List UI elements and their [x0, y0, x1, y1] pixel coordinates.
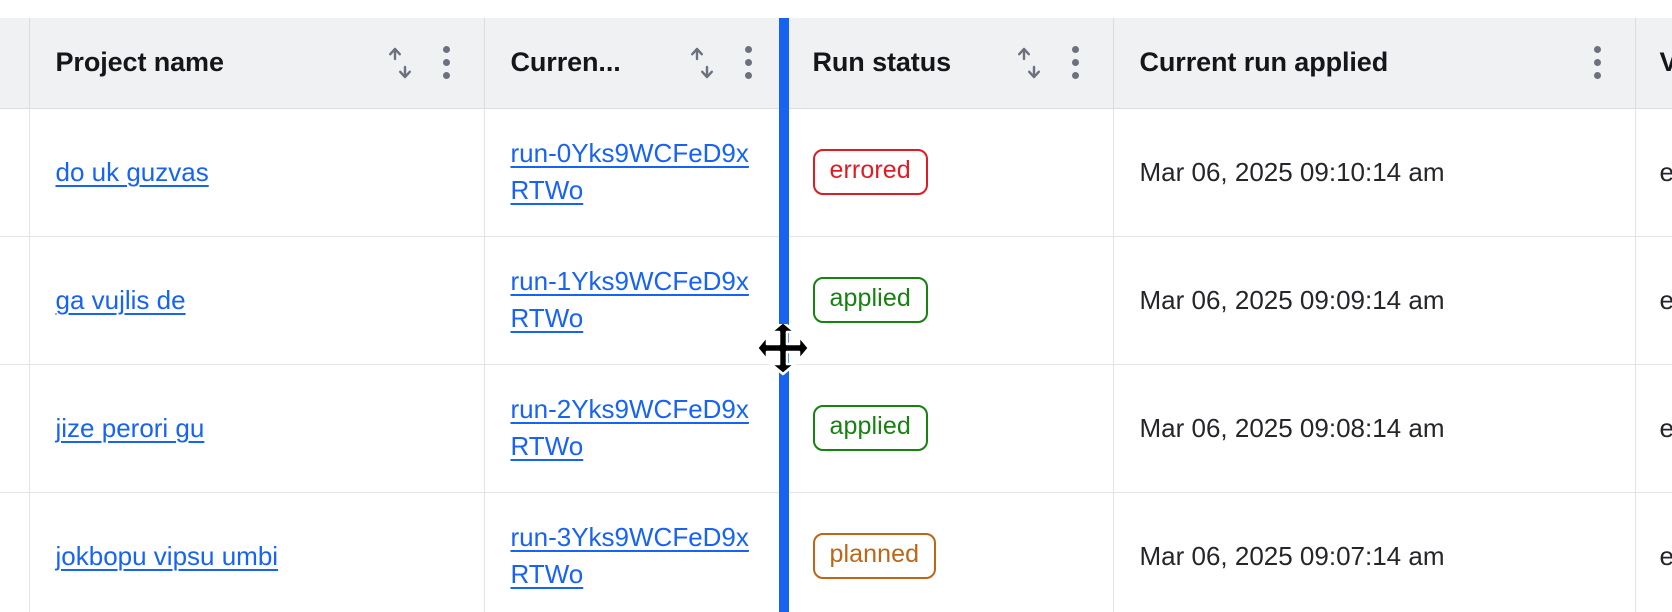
sort-icon-project-name[interactable]: [387, 46, 413, 80]
cell-partial: e: [1635, 236, 1672, 365]
cell-partial: e: [1635, 492, 1672, 612]
sort-icon-current-run[interactable]: [689, 46, 715, 80]
cell-current-run-applied: Mar 06, 2025 09:08:14 am: [1113, 364, 1636, 493]
table-row: ga vujlis de run-1Yks9WCFeD9xRTWo applie…: [0, 236, 1672, 365]
timestamp-text: Mar 06, 2025 09:08:14 am: [1139, 412, 1445, 443]
project-name-link[interactable]: jokbopu vipsu umbi: [55, 540, 279, 571]
sort-icon-run-status[interactable]: [1016, 46, 1042, 80]
partial-text: e: [1660, 285, 1672, 315]
current-run-link[interactable]: run-1Yks9WCFeD9xRTWo: [510, 266, 749, 333]
timestamp-text: Mar 06, 2025 09:09:14 am: [1139, 284, 1445, 315]
cell-project-name: ga vujlis de: [29, 236, 485, 365]
column-header-label-current-run: Curren...: [510, 47, 621, 78]
table-header: Project name: [0, 18, 1672, 109]
column-resize-handle[interactable]: [779, 18, 789, 612]
table-row: jokbopu vipsu umbi run-3Yks9WCFeD9xRTWo …: [0, 492, 1672, 612]
column-header-current-run[interactable]: Curren...: [484, 18, 787, 109]
column-header-label-run-status: Run status: [812, 47, 952, 78]
cell-project-name: do uk guzvas: [29, 108, 485, 237]
column-header-current-run-applied[interactable]: Current run applied: [1113, 18, 1636, 109]
column-header-partial[interactable]: V: [1635, 18, 1672, 109]
project-name-link[interactable]: ga vujlis de: [55, 284, 186, 315]
kebab-menu-icon-current-run-applied[interactable]: [1586, 44, 1609, 81]
current-run-link[interactable]: run-2Yks9WCFeD9xRTWo: [510, 394, 749, 461]
cell-run-status: planned: [786, 492, 1114, 612]
timestamp-text: Mar 06, 2025 09:10:14 am: [1139, 156, 1445, 187]
project-name-link[interactable]: do uk guzvas: [55, 156, 209, 187]
cell-current-run: run-3Yks9WCFeD9xRTWo: [484, 492, 787, 612]
cell-current-run-applied: Mar 06, 2025 09:09:14 am: [1113, 236, 1636, 365]
table-row: jize perori gu run-2Yks9WCFeD9xRTWo appl…: [0, 364, 1672, 493]
row-select-cell[interactable]: [0, 492, 30, 612]
cell-partial: e: [1635, 108, 1672, 237]
partial-text: e: [1660, 413, 1672, 443]
project-name-link[interactable]: jize perori gu: [55, 412, 205, 443]
cell-run-status: errored: [786, 108, 1114, 237]
table-row: do uk guzvas run-0Yks9WCFeD9xRTWo errore…: [0, 108, 1672, 237]
table-body: do uk guzvas run-0Yks9WCFeD9xRTWo errore…: [0, 108, 1672, 612]
partial-text: e: [1660, 157, 1672, 187]
cell-current-run-applied: Mar 06, 2025 09:07:14 am: [1113, 492, 1636, 612]
status-badge: applied: [812, 405, 928, 451]
cell-current-run: run-2Yks9WCFeD9xRTWo: [484, 364, 787, 493]
cell-current-run-applied: Mar 06, 2025 09:10:14 am: [1113, 108, 1636, 237]
projects-table: Project name: [0, 18, 1672, 612]
cell-project-name: jokbopu vipsu umbi: [29, 492, 485, 612]
status-badge: applied: [812, 277, 928, 323]
partial-text: e: [1660, 541, 1672, 571]
column-header-label-project-name: Project name: [55, 47, 224, 78]
kebab-menu-icon-current-run[interactable]: [737, 44, 760, 81]
cell-current-run: run-1Yks9WCFeD9xRTWo: [484, 236, 787, 365]
row-select-cell[interactable]: [0, 108, 30, 237]
column-header-run-status[interactable]: Run status: [786, 18, 1114, 109]
current-run-link[interactable]: run-3Yks9WCFeD9xRTWo: [510, 522, 749, 589]
kebab-menu-icon-run-status[interactable]: [1064, 44, 1087, 81]
header-row: Project name: [0, 18, 1672, 109]
current-run-link[interactable]: run-0Yks9WCFeD9xRTWo: [510, 138, 749, 205]
kebab-menu-icon-project-name[interactable]: [435, 44, 458, 81]
column-header-label-partial: V: [1660, 47, 1672, 77]
cell-run-status: applied: [786, 364, 1114, 493]
column-header-label-current-run-applied: Current run applied: [1139, 47, 1389, 78]
status-badge: errored: [812, 149, 928, 195]
row-select-cell[interactable]: [0, 364, 30, 493]
cell-current-run: run-0Yks9WCFeD9xRTWo: [484, 108, 787, 237]
cell-run-status: applied: [786, 236, 1114, 365]
column-header-project-name[interactable]: Project name: [29, 18, 485, 109]
cell-partial: e: [1635, 364, 1672, 493]
status-badge: planned: [812, 533, 937, 579]
timestamp-text: Mar 06, 2025 09:07:14 am: [1139, 540, 1445, 571]
cell-project-name: jize perori gu: [29, 364, 485, 493]
row-select-cell[interactable]: [0, 236, 30, 365]
column-header-select[interactable]: [0, 18, 30, 109]
